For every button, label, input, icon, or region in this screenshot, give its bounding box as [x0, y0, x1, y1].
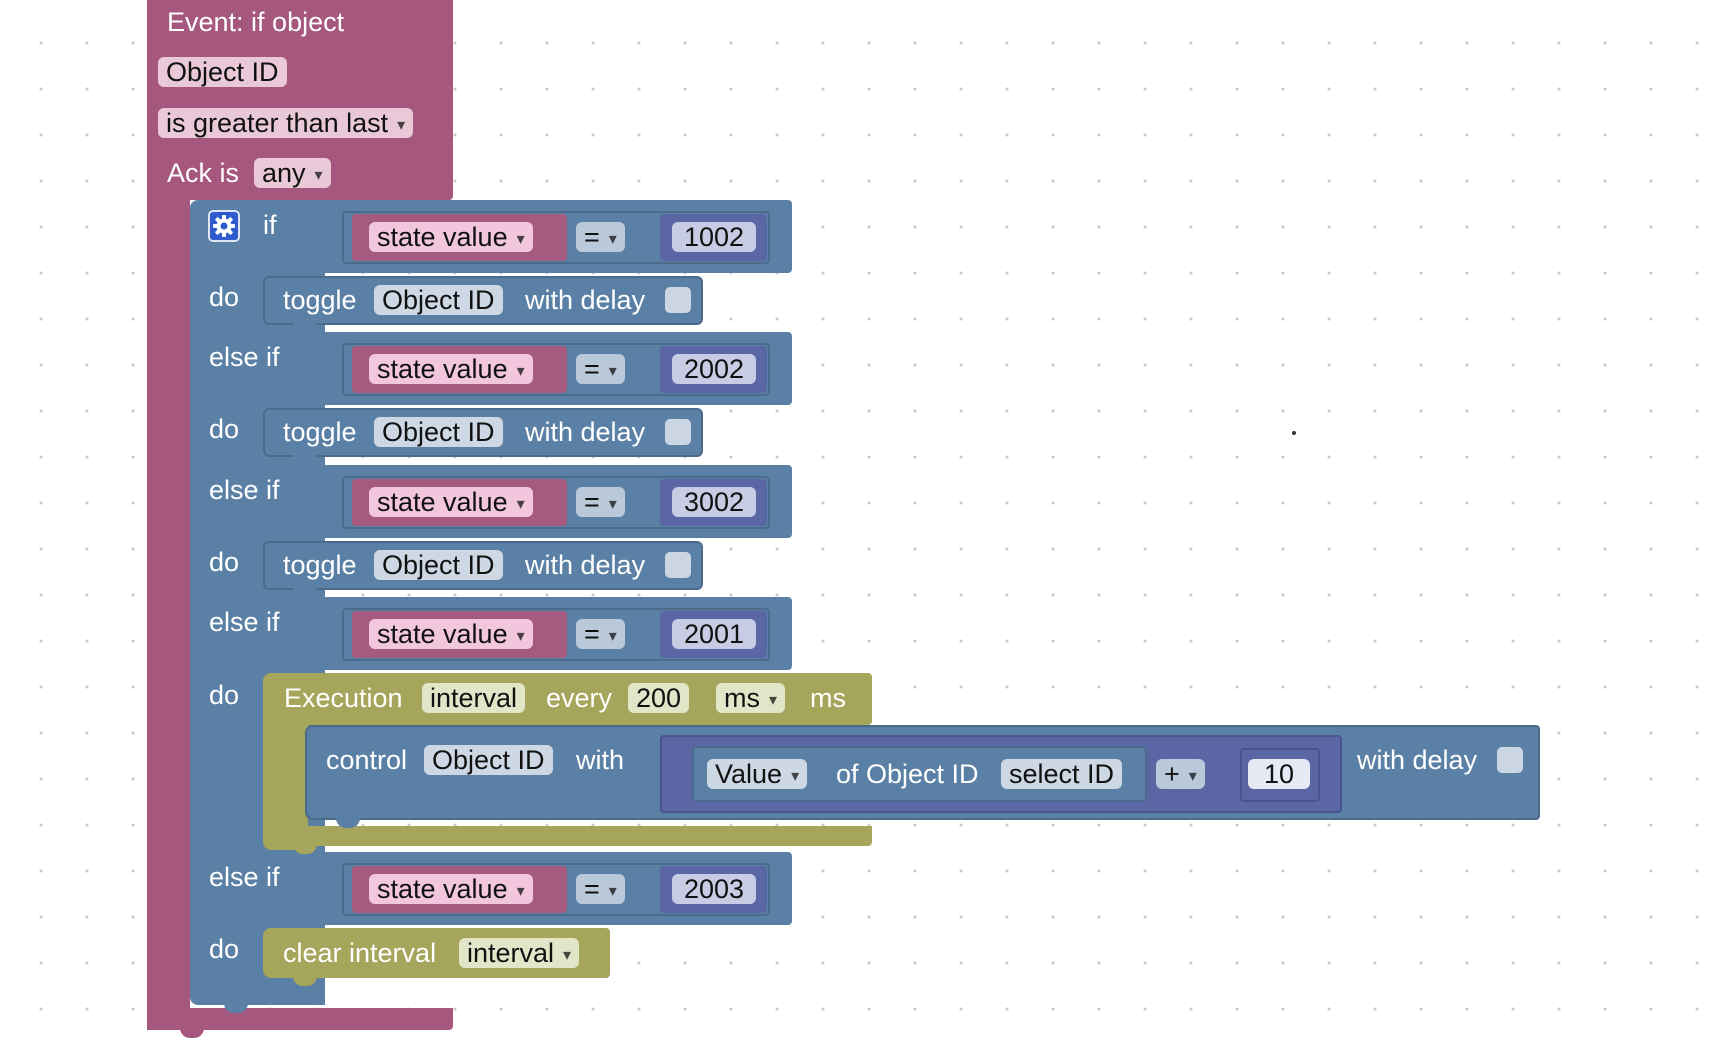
delay-checkbox[interactable]: [1497, 747, 1523, 773]
execution-label: Execution: [284, 683, 403, 713]
state-value-dropdown[interactable]: state value: [369, 222, 533, 252]
event-block-notch: [180, 1028, 204, 1038]
if-block-notch: [224, 1003, 248, 1013]
toggle-notch: [293, 455, 317, 465]
else-if-label-2: else if: [209, 342, 280, 372]
toggle-with-delay-label: with delay: [525, 550, 646, 580]
control-object-field[interactable]: Object ID: [424, 745, 553, 775]
number-value[interactable]: 3002: [672, 487, 756, 517]
event-title: Event: if object: [167, 7, 345, 37]
else-if-label-4: else if: [209, 607, 280, 637]
event-block-spine: [147, 195, 190, 1030]
number-value[interactable]: 2002: [672, 354, 756, 384]
value-attribute-dropdown[interactable]: Value: [707, 759, 808, 789]
gear-icon[interactable]: [208, 210, 240, 242]
toggle-label: toggle: [283, 550, 357, 580]
toggle-block-bg: [263, 408, 703, 457]
execution-block-bottom: [263, 826, 872, 846]
compare-op-dropdown[interactable]: =: [576, 487, 625, 517]
unit-suffix-label: ms: [810, 683, 846, 713]
toggle-object-field[interactable]: Object ID: [374, 285, 503, 315]
control-with-label: with: [576, 745, 625, 775]
delay-checkbox[interactable]: [665, 287, 691, 313]
do-label-4: do: [209, 680, 240, 710]
compare-op-dropdown[interactable]: =: [576, 222, 625, 252]
interval-variable-field[interactable]: interval: [422, 683, 526, 713]
clear-interval-notch: [293, 976, 317, 986]
state-value-dropdown[interactable]: state value: [369, 354, 533, 384]
control-notch: [336, 818, 360, 828]
toggle-object-field[interactable]: Object ID: [374, 417, 503, 447]
ack-label: Ack is: [167, 158, 240, 188]
toggle-label: toggle: [283, 285, 357, 315]
number-value[interactable]: 2003: [672, 874, 756, 904]
do-label-2: do: [209, 414, 240, 444]
unit-dropdown[interactable]: ms: [716, 683, 786, 713]
compare-op-dropdown[interactable]: =: [576, 619, 625, 649]
else-if-label-5: else if: [209, 862, 280, 892]
toggle-label: toggle: [283, 417, 357, 447]
do-label-5: do: [209, 934, 240, 964]
clear-interval-variable-dropdown[interactable]: interval: [459, 938, 580, 968]
event-object-field[interactable]: Object ID: [158, 57, 287, 87]
delay-checkbox[interactable]: [665, 552, 691, 578]
control-label: control: [326, 745, 408, 775]
of-object-label: of Object ID: [836, 759, 979, 789]
else-if-label-3: else if: [209, 475, 280, 505]
toggle-with-delay-label: with delay: [525, 417, 646, 447]
cursor-dot: [1292, 431, 1296, 435]
state-value-dropdown[interactable]: state value: [369, 487, 533, 517]
ack-dropdown[interactable]: any: [254, 158, 331, 188]
toggle-object-field[interactable]: Object ID: [374, 550, 503, 580]
state-value-dropdown[interactable]: state value: [369, 874, 533, 904]
clear-interval-label: clear interval: [283, 938, 437, 968]
compare-op-dropdown[interactable]: =: [576, 354, 625, 384]
delay-checkbox[interactable]: [665, 419, 691, 445]
if-label: if: [263, 210, 277, 240]
number-value[interactable]: 1002: [672, 222, 756, 252]
toggle-notch: [293, 588, 317, 598]
if-block-spine: [190, 200, 325, 1005]
toggle-notch: [293, 323, 317, 333]
every-label: every: [546, 683, 613, 713]
do-label-3: do: [209, 547, 240, 577]
event-condition-dropdown[interactable]: is greater than last: [158, 108, 414, 138]
execution-notch: [293, 844, 317, 854]
toggle-with-delay-label: with delay: [525, 285, 646, 315]
state-value-dropdown[interactable]: state value: [369, 619, 533, 649]
number-value[interactable]: 2001: [672, 619, 756, 649]
do-label-1: do: [209, 282, 240, 312]
event-block-footer: [147, 1008, 453, 1030]
select-id-field[interactable]: select ID: [1001, 759, 1123, 789]
compare-op-dropdown[interactable]: =: [576, 874, 625, 904]
math-number-value[interactable]: 10: [1248, 759, 1310, 789]
math-op-dropdown[interactable]: +: [1156, 759, 1205, 789]
interval-value-input[interactable]: 200: [628, 683, 690, 713]
control-with-delay-label: with delay: [1357, 745, 1478, 775]
